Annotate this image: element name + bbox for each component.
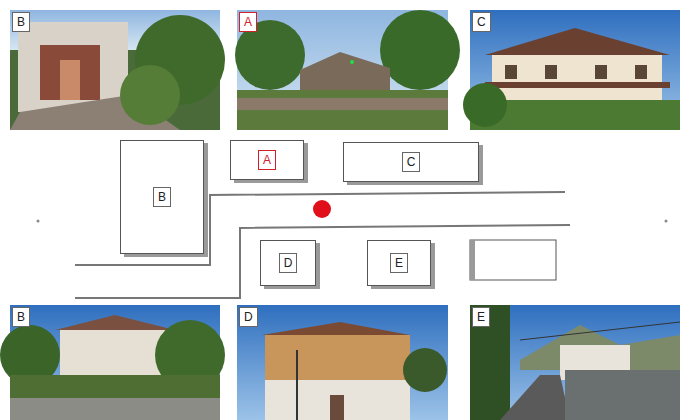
photo-a-top bbox=[235, 10, 460, 130]
building-box: D bbox=[260, 240, 316, 286]
observation-point bbox=[313, 200, 331, 218]
building-box: C bbox=[343, 142, 479, 182]
photo-label: C bbox=[472, 12, 491, 32]
photo-label: B bbox=[12, 307, 30, 327]
building-box: B bbox=[120, 140, 204, 254]
photo-c-top bbox=[463, 10, 680, 130]
building-letter: D bbox=[279, 253, 298, 273]
building-letter: B bbox=[153, 187, 171, 207]
building-side bbox=[470, 240, 475, 280]
photo-e-bottom bbox=[470, 305, 680, 420]
dot bbox=[37, 220, 40, 223]
photo-d-bottom bbox=[237, 305, 448, 420]
building-letter: E bbox=[390, 253, 408, 273]
building-box: A bbox=[230, 140, 304, 180]
photo-label: D bbox=[239, 307, 258, 327]
building bbox=[470, 240, 556, 280]
photo-b-top bbox=[10, 10, 225, 130]
photo-label: E bbox=[472, 307, 490, 327]
photo-b-bottom bbox=[0, 305, 225, 420]
building-letter: C bbox=[402, 152, 421, 172]
photo-label: B bbox=[12, 12, 30, 32]
building-box: E bbox=[367, 240, 431, 286]
photo-label: A bbox=[239, 12, 257, 32]
dot bbox=[665, 220, 668, 223]
building-letter: A bbox=[258, 150, 276, 170]
